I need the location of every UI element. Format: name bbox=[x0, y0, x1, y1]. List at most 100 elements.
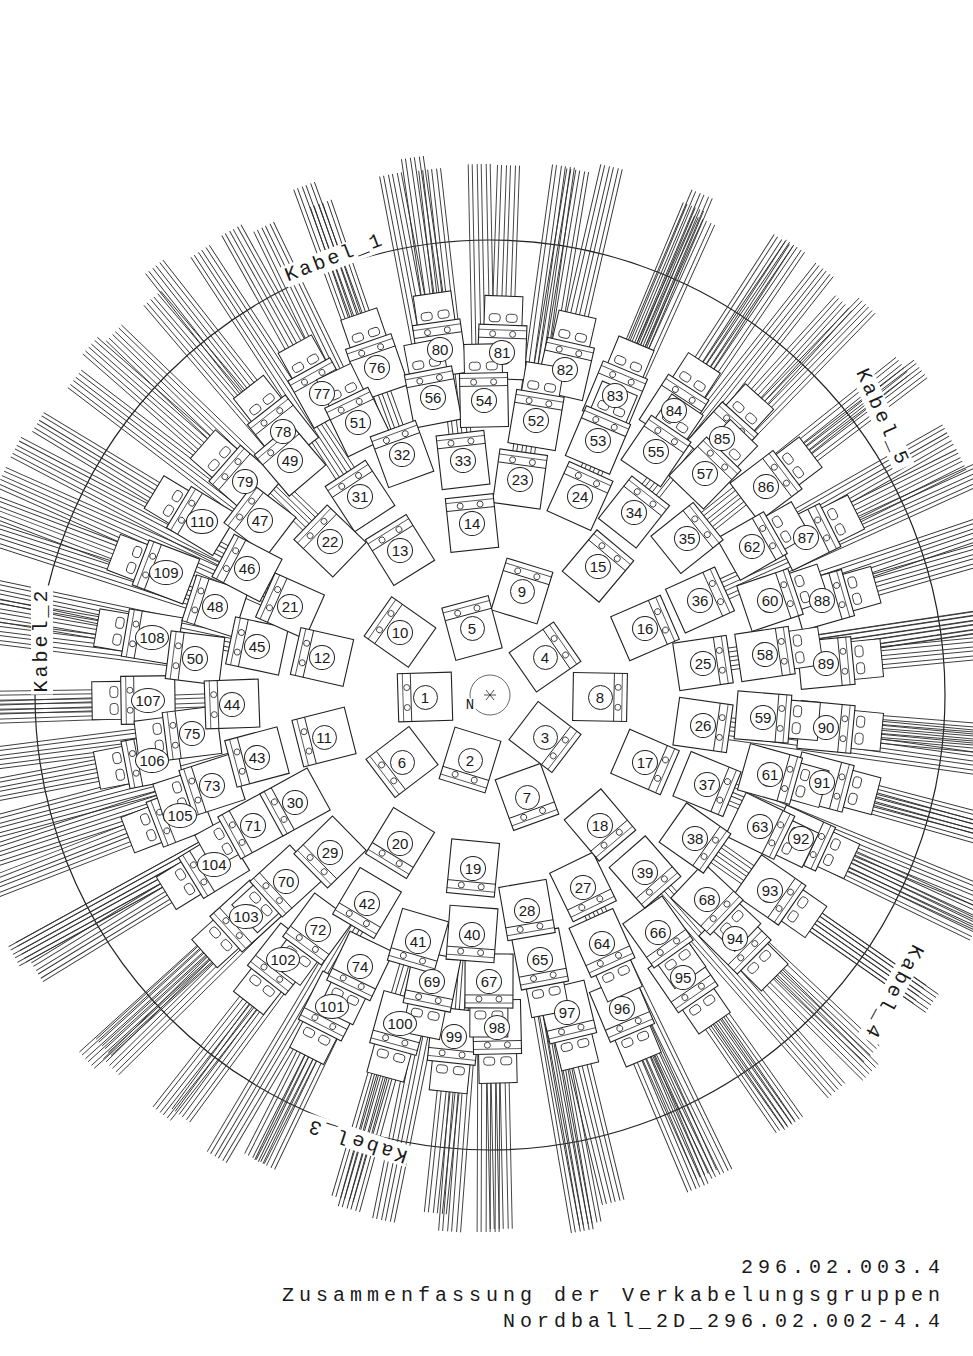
block-divider bbox=[512, 809, 557, 825]
block-divider bbox=[372, 425, 417, 441]
connector-body bbox=[442, 596, 502, 661]
block-divider bbox=[783, 627, 790, 674]
callout-circle: 68 bbox=[694, 887, 720, 912]
screw-head bbox=[697, 982, 705, 990]
callout-number: 110 bbox=[190, 514, 214, 529]
screw-head bbox=[539, 807, 547, 815]
block-divider bbox=[815, 506, 836, 549]
callout-circle: 89 bbox=[813, 651, 839, 676]
block-divider bbox=[441, 774, 487, 788]
callout-number: 10 bbox=[392, 625, 409, 640]
callout-number: 61 bbox=[762, 767, 779, 782]
callout-circle: 72 bbox=[305, 917, 331, 942]
callout-circle: 20 bbox=[387, 831, 413, 856]
callout-circle: 54 bbox=[471, 388, 497, 413]
block-divider bbox=[437, 435, 485, 440]
terminal-block bbox=[446, 905, 498, 962]
connector-body bbox=[292, 707, 356, 767]
callout-number: 73 bbox=[204, 778, 221, 793]
screw-head bbox=[716, 647, 723, 654]
plug-slot bbox=[475, 1011, 486, 1019]
screw-head bbox=[448, 440, 455, 447]
callout-circle: 69 bbox=[419, 969, 445, 994]
cable-line bbox=[113, 334, 310, 524]
callout-circle: 2 bbox=[458, 748, 483, 773]
block-divider bbox=[447, 946, 495, 950]
callout-number: 44 bbox=[224, 697, 241, 712]
screw-head bbox=[781, 658, 788, 665]
plug-block bbox=[479, 1053, 518, 1084]
screw-head bbox=[775, 904, 783, 912]
cable-line bbox=[0, 541, 187, 608]
screw-head bbox=[510, 331, 516, 337]
plug-slot bbox=[421, 312, 433, 321]
callout-circle: 12 bbox=[309, 645, 335, 670]
screw-head bbox=[484, 1042, 490, 1048]
callout-number: 99 bbox=[446, 1029, 463, 1044]
callout-circle: 32 bbox=[389, 442, 415, 467]
screw-head bbox=[266, 604, 274, 612]
screw-head bbox=[377, 761, 385, 769]
plug-slot bbox=[629, 361, 642, 373]
screw-head bbox=[401, 430, 409, 438]
terminal-block bbox=[387, 908, 448, 973]
block-divider bbox=[410, 673, 411, 721]
callout-circle: 45 bbox=[244, 634, 270, 659]
callout-circle: 13 bbox=[387, 538, 413, 563]
screw-head bbox=[561, 736, 569, 744]
callout-circle: 100 bbox=[383, 1011, 417, 1036]
callout-circle: 107 bbox=[131, 688, 165, 713]
cable-line bbox=[73, 381, 238, 506]
connector-body bbox=[399, 337, 462, 428]
screw-head bbox=[276, 406, 284, 414]
callout-circle: 1 bbox=[413, 685, 438, 710]
screw-head bbox=[390, 777, 398, 785]
callout-circle: 97 bbox=[554, 1000, 580, 1025]
screw-head bbox=[615, 704, 621, 710]
block-divider bbox=[465, 1002, 513, 1003]
screw-head bbox=[177, 516, 185, 524]
connector-body bbox=[666, 567, 735, 633]
block-divider bbox=[656, 749, 675, 793]
callout-circle: 22 bbox=[317, 529, 343, 554]
terminal-block bbox=[673, 697, 733, 752]
connector-body bbox=[509, 702, 581, 773]
screw-head bbox=[476, 996, 482, 1002]
callout-number: 7 bbox=[523, 790, 531, 805]
terminal-block bbox=[290, 628, 353, 687]
screw-head bbox=[593, 480, 601, 488]
callout-circle: 80 bbox=[427, 337, 453, 362]
screw-head bbox=[477, 949, 483, 955]
connector-body bbox=[225, 727, 290, 787]
screw-head bbox=[550, 634, 558, 642]
plug-slot bbox=[527, 380, 539, 390]
callout-number: 97 bbox=[559, 1005, 576, 1020]
screw-head bbox=[536, 923, 543, 930]
screw-head bbox=[382, 1034, 389, 1041]
plug-slot bbox=[436, 1064, 448, 1073]
screw-head bbox=[719, 714, 726, 721]
screw-head bbox=[471, 379, 477, 385]
callout-circle: 74 bbox=[347, 954, 373, 979]
screw-head bbox=[838, 773, 845, 780]
terminal-block bbox=[333, 868, 402, 939]
block-divider bbox=[297, 719, 309, 766]
cable-label: Kabel_5 bbox=[850, 364, 914, 473]
callout-circle: 28 bbox=[514, 898, 540, 923]
callout-circle: 16 bbox=[632, 616, 658, 641]
plug-slot bbox=[771, 515, 783, 529]
block-divider bbox=[621, 673, 623, 721]
plug-slot bbox=[702, 994, 716, 1007]
plug-slot bbox=[469, 362, 480, 370]
callout-number: 49 bbox=[282, 453, 299, 468]
screw-head bbox=[724, 778, 732, 786]
screw-head bbox=[615, 951, 623, 959]
terminal-block bbox=[294, 816, 366, 888]
screw-head bbox=[670, 438, 678, 446]
callout-number: 46 bbox=[239, 561, 256, 576]
screw-head bbox=[238, 629, 245, 636]
callout-number: 103 bbox=[233, 909, 258, 924]
callout-number: 9 bbox=[518, 584, 526, 599]
screw-head bbox=[768, 839, 776, 847]
